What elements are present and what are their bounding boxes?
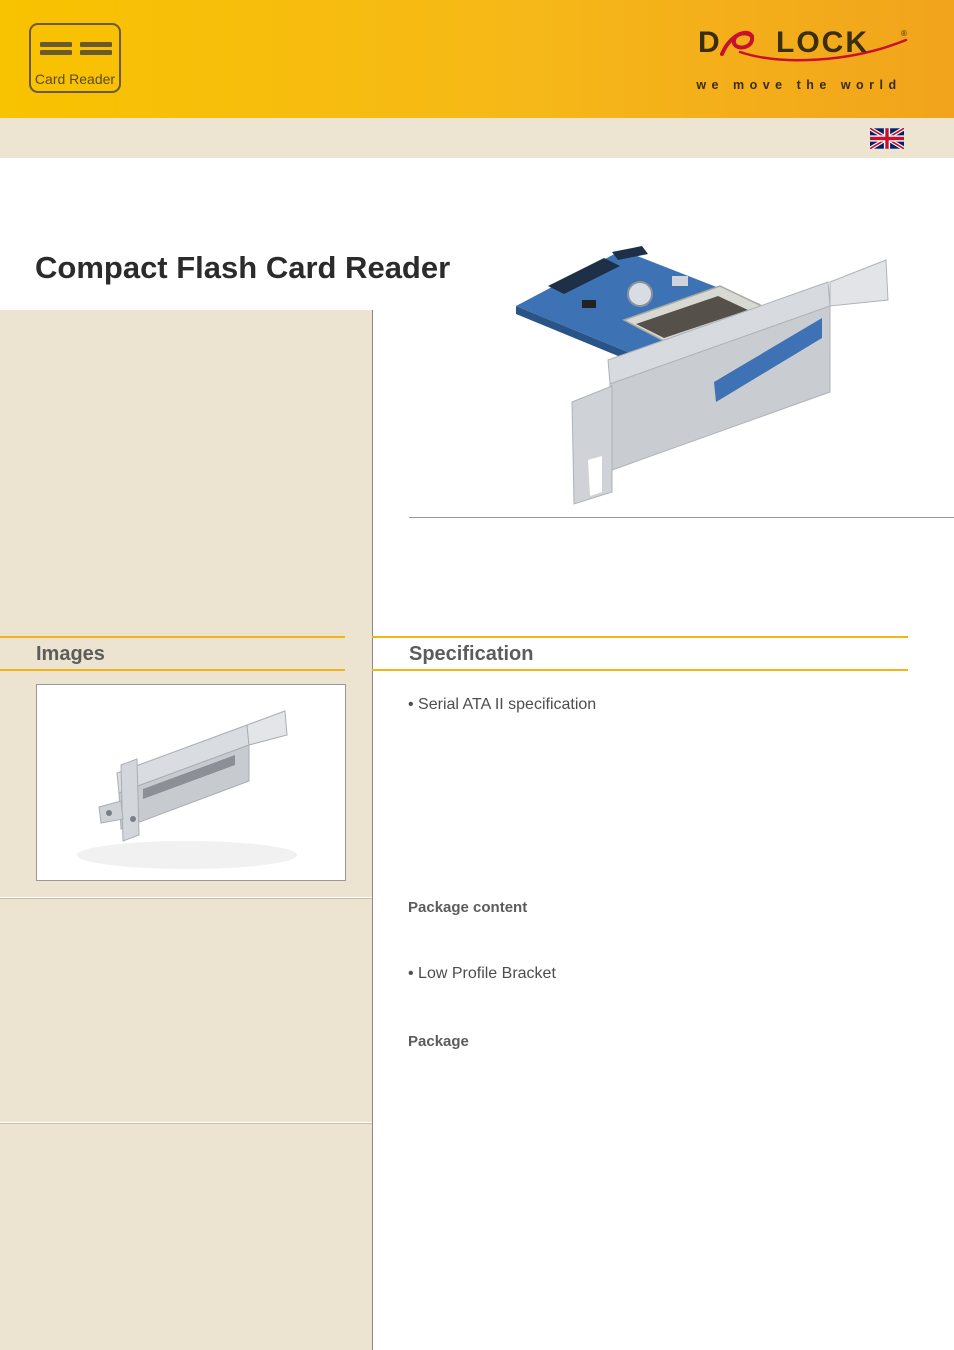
header-bar: Card Reader D LOCK ® we move the world — [0, 0, 954, 118]
delock-logo: D LOCK ® — [698, 26, 908, 62]
spec-item: • Serial ATA II specification — [408, 696, 597, 713]
registered-mark: ® — [901, 29, 907, 38]
left-separator-1-highlight — [0, 897, 372, 898]
left-separator-2-highlight — [0, 1122, 372, 1123]
card-reader-badge: Card Reader — [29, 23, 121, 93]
images-heading: Images — [36, 643, 105, 665]
column-divider — [372, 310, 373, 1350]
images-bar-bottom — [0, 669, 345, 671]
spec-bar-bottom — [372, 669, 908, 671]
left-separator-2 — [0, 1123, 372, 1124]
package-heading: Package — [408, 1033, 469, 1050]
package-content-heading: Package content — [408, 899, 528, 916]
divider — [409, 517, 954, 518]
bracket-image — [37, 685, 345, 880]
thumbnail-image[interactable] — [36, 684, 346, 881]
page-title: Compact Flash Card Reader — [35, 250, 451, 285]
uk-flag-icon[interactable] — [870, 128, 904, 149]
package-content-item: • Low Profile Bracket — [408, 965, 556, 982]
brand-tagline: we move the world — [696, 78, 902, 92]
spec-bar-top — [372, 636, 908, 638]
card-slot-icon — [40, 42, 112, 55]
images-bar-top — [0, 636, 345, 638]
left-separator-1 — [0, 898, 372, 899]
badge-label: Card Reader — [34, 71, 116, 87]
logo-letters-lock: LOCK — [776, 26, 869, 59]
spec-heading: Specification — [409, 643, 534, 665]
logo-letter-d: D — [698, 26, 720, 59]
language-band — [0, 118, 954, 158]
product-image — [512, 242, 890, 506]
